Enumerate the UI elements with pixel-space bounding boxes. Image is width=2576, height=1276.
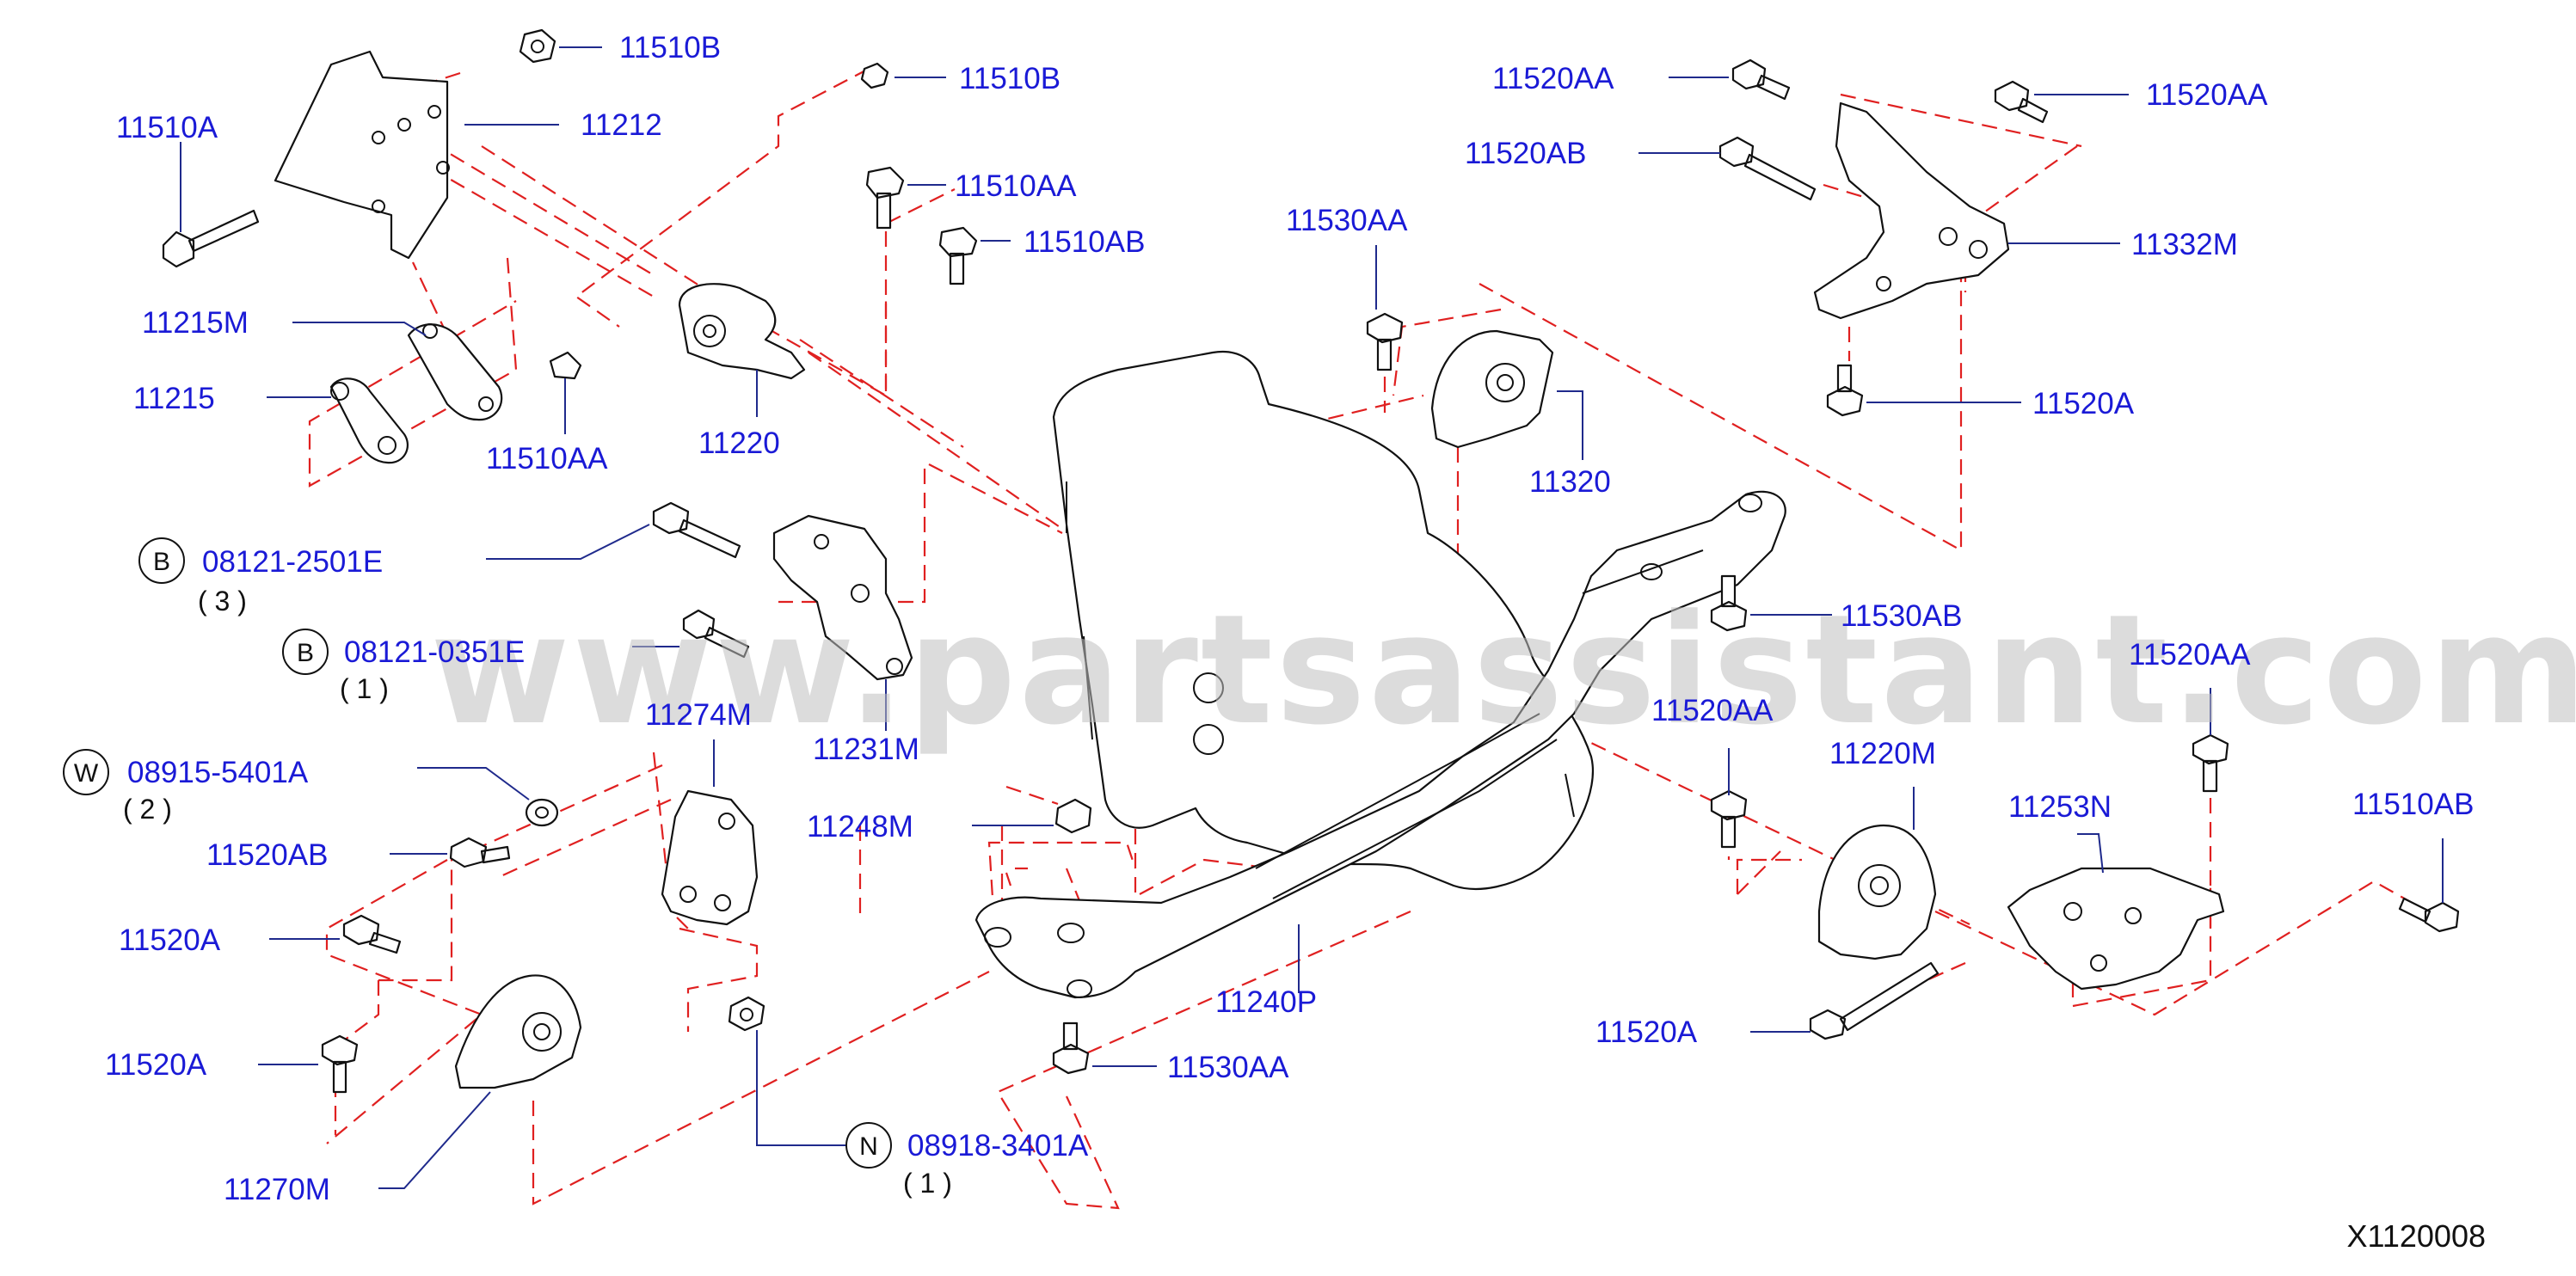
label-11220m[interactable]: 11220M	[1829, 737, 1936, 770]
mount-11220	[678, 283, 806, 380]
bolt-11520aa-upper-right	[1994, 80, 2049, 124]
label-11530aa-top[interactable]: 11530AA	[1286, 204, 1408, 237]
label-11520a-upper[interactable]: 11520A	[119, 923, 221, 957]
bolt-11510a	[162, 209, 260, 268]
label-11520aa-right[interactable]: 11520AA	[2129, 638, 2251, 672]
label-11520aa-upper-left[interactable]: 11520AA	[1492, 62, 1614, 95]
symbol-circle-b	[138, 537, 185, 584]
label-11520ab-left[interactable]: 11520AB	[206, 838, 328, 872]
callout-08121-2501e[interactable]: B 08121-2501E ( 3 )	[138, 537, 383, 617]
callout-08918-3401a[interactable]: N 08918-3401A ( 1 )	[845, 1122, 1089, 1199]
bolt-11510ab-top	[938, 226, 978, 285]
label-11253n[interactable]: 11253N	[2008, 790, 2112, 824]
label-11520ab-upper[interactable]: 11520AB	[1465, 137, 1586, 170]
bolt-11520a-long	[1809, 961, 1940, 1040]
label-11215[interactable]: 11215	[133, 382, 215, 415]
bolt-11520aa-upper-left	[1731, 58, 1791, 101]
label-08121-0351e: 08121-0351E	[344, 635, 525, 669]
label-11510b-right[interactable]: 11510B	[959, 62, 1061, 95]
bolt-11510aa-top	[865, 166, 905, 230]
qty-08918-3401a: ( 1 )	[903, 1168, 952, 1199]
label-11274m[interactable]: 11274M	[645, 698, 752, 732]
washer-08915-5401a	[525, 798, 559, 827]
part-labels: 11510B 11212 11510A 11510B 11510AA 11510…	[63, 31, 2474, 1206]
symbol-circle-w	[63, 749, 109, 795]
nut-11510b-right	[860, 62, 889, 89]
label-11248m[interactable]: 11248M	[807, 810, 913, 844]
bracket-11332m	[1813, 101, 2010, 320]
mount-11220m	[1817, 824, 1937, 960]
symbol-b2: B	[297, 639, 314, 667]
bolt-11530aa-bottom	[1052, 1021, 1090, 1075]
label-11231m[interactable]: 11231M	[813, 733, 919, 766]
leader-lines	[180, 46, 2444, 1189]
bolt-08121-2501e	[652, 501, 741, 559]
label-08918-3401a: 08918-3401A	[907, 1129, 1089, 1163]
part-drawings	[162, 28, 2460, 1094]
label-11510a[interactable]: 11510A	[116, 111, 218, 144]
bolt-11520ab-left	[449, 837, 511, 868]
label-11520aa-upper-right[interactable]: 11520AA	[2146, 78, 2268, 112]
crossmember-11240p	[974, 490, 1786, 999]
label-11520a-right-top[interactable]: 11520A	[2032, 387, 2135, 420]
damper-11215m	[407, 323, 503, 421]
bolt-11530aa-top	[1366, 312, 1404, 371]
qty-08121-0351e: ( 1 )	[340, 673, 389, 704]
label-11510ab-top[interactable]: 11510AB	[1024, 225, 1145, 259]
label-11510aa-left[interactable]: 11510AA	[486, 442, 608, 475]
label-11332m[interactable]: 11332M	[2131, 228, 2238, 261]
callout-08121-0351e[interactable]: B 08121-0351E ( 1 )	[282, 629, 525, 704]
symbol-circle-b2	[282, 629, 329, 675]
label-08915-5401a: 08915-5401A	[127, 756, 309, 789]
label-11212[interactable]: 11212	[581, 108, 662, 142]
nut-08918-3401a	[728, 996, 765, 1032]
nut-11510b-left	[519, 28, 556, 64]
mount-11270m	[454, 974, 582, 1089]
label-11215m[interactable]: 11215M	[142, 306, 249, 340]
label-08121-2501e: 08121-2501E	[202, 545, 383, 579]
label-11220[interactable]: 11220	[698, 426, 780, 460]
bolt-11510ab-right	[2398, 897, 2460, 933]
bolt-11520a-upper	[342, 914, 402, 954]
label-11520a-long[interactable]: 11520A	[1595, 1015, 1698, 1049]
label-11240p[interactable]: 11240P	[1215, 985, 1317, 1019]
diagram-reference-code: X1120008	[2347, 1218, 2487, 1254]
nut-11248m	[1054, 798, 1092, 834]
bolt-11520ab-upper	[1718, 136, 1817, 201]
bracket-11274m	[661, 789, 759, 926]
bracket-11212	[274, 50, 449, 260]
bracket-11231m	[772, 514, 913, 681]
symbol-n: N	[859, 1132, 878, 1161]
symbol-b: B	[153, 548, 170, 576]
label-11520a-lower[interactable]: 11520A	[105, 1048, 207, 1082]
label-11530ab[interactable]: 11530AB	[1841, 599, 1962, 633]
symbol-circle-n	[845, 1122, 892, 1169]
link-11215	[329, 377, 409, 464]
label-11520aa-middle[interactable]: 11520AA	[1651, 694, 1774, 727]
symbol-w: W	[74, 759, 99, 788]
mount-11320	[1430, 329, 1554, 449]
qty-08915-5401a: ( 2 )	[123, 794, 172, 825]
bolt-08121-0351e	[682, 609, 750, 659]
qty-08121-2501e: ( 3 )	[198, 586, 247, 617]
bolt-11530ab	[1710, 574, 1748, 632]
watermark-text: www.partsassistant.com	[430, 582, 2576, 758]
label-11510b-left[interactable]: 11510B	[619, 31, 721, 64]
callout-08915-5401a[interactable]: W 08915-5401A ( 2 )	[63, 749, 309, 825]
bolt-11520aa-middle	[1710, 789, 1748, 849]
label-11510aa-top[interactable]: 11510AA	[955, 169, 1077, 203]
bolt-11520a-lower	[321, 1034, 359, 1094]
label-11270m[interactable]: 11270M	[224, 1173, 330, 1206]
label-11510ab-right[interactable]: 11510AB	[2352, 788, 2474, 821]
bolt-11520a-right-top	[1826, 364, 1864, 417]
bracket-11253n	[2007, 867, 2225, 991]
label-11530aa-bottom[interactable]: 11530AA	[1167, 1051, 1289, 1084]
engine-block	[1052, 350, 1594, 891]
label-11320[interactable]: 11320	[1529, 465, 1611, 499]
bolt-11510aa-left	[549, 351, 582, 380]
